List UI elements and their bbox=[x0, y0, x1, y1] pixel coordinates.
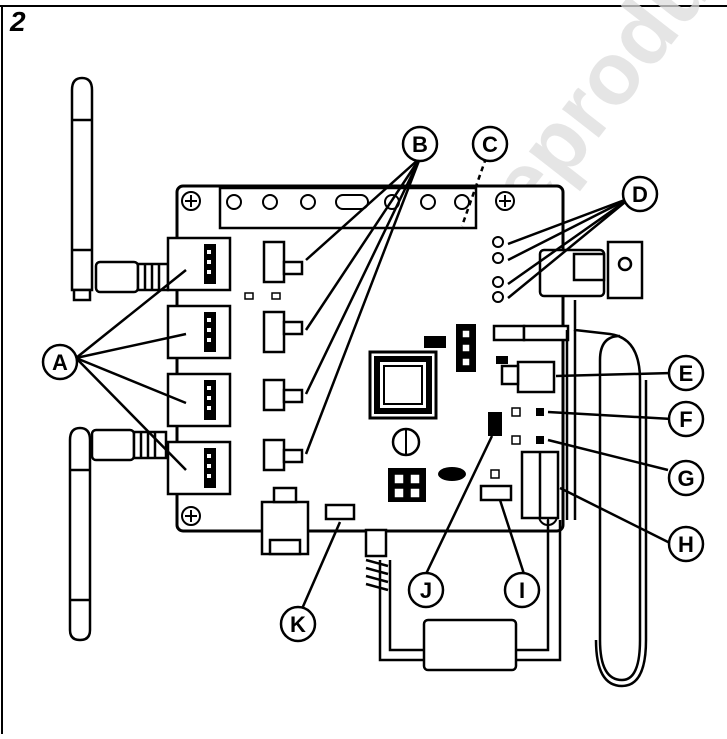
component-details bbox=[324, 329, 521, 521]
terminal-block bbox=[520, 450, 560, 520]
microcontroller-chip bbox=[368, 350, 438, 420]
figure-number: 2 bbox=[10, 6, 26, 37]
cable-loop bbox=[378, 300, 648, 688]
battery-cell bbox=[391, 427, 421, 457]
callout-f: F bbox=[679, 407, 692, 432]
connector-pins bbox=[207, 250, 211, 478]
callout-c-circle bbox=[471, 125, 509, 163]
callout-k: K bbox=[290, 612, 306, 637]
callout-b: B bbox=[412, 132, 428, 157]
callout-letters: A B C D E F G H I J K bbox=[52, 132, 695, 637]
callout-i: I bbox=[519, 578, 525, 603]
callout-j-circle bbox=[407, 571, 445, 609]
callout-j: J bbox=[420, 578, 432, 603]
callout-circles bbox=[41, 125, 705, 643]
left-connectors bbox=[166, 236, 232, 496]
leader-lines bbox=[75, 157, 673, 619]
callout-a-circle bbox=[41, 343, 79, 381]
callout-g-circle bbox=[667, 459, 705, 497]
callout-e: E bbox=[679, 361, 694, 386]
callout-f-circle bbox=[667, 400, 705, 438]
callout-c: C bbox=[482, 132, 498, 157]
callout-g: G bbox=[677, 466, 694, 491]
callout-h: H bbox=[678, 532, 694, 557]
callout-d: D bbox=[632, 182, 648, 207]
callout-e-circle bbox=[667, 354, 705, 392]
callout-k-circle bbox=[279, 605, 317, 643]
serial-connector bbox=[260, 486, 310, 556]
cable-spring bbox=[365, 558, 389, 592]
callout-b-circle bbox=[401, 125, 439, 163]
ferrite-bead bbox=[364, 528, 518, 672]
antenna-bottom bbox=[68, 426, 168, 642]
callout-i-circle bbox=[503, 571, 541, 609]
callout-h-circle bbox=[667, 525, 705, 563]
callout-a: A bbox=[52, 350, 68, 375]
dip-switches bbox=[244, 240, 304, 472]
antenna-top bbox=[70, 76, 170, 302]
indicator-leds bbox=[492, 236, 504, 303]
callout-d-circle bbox=[621, 175, 659, 213]
